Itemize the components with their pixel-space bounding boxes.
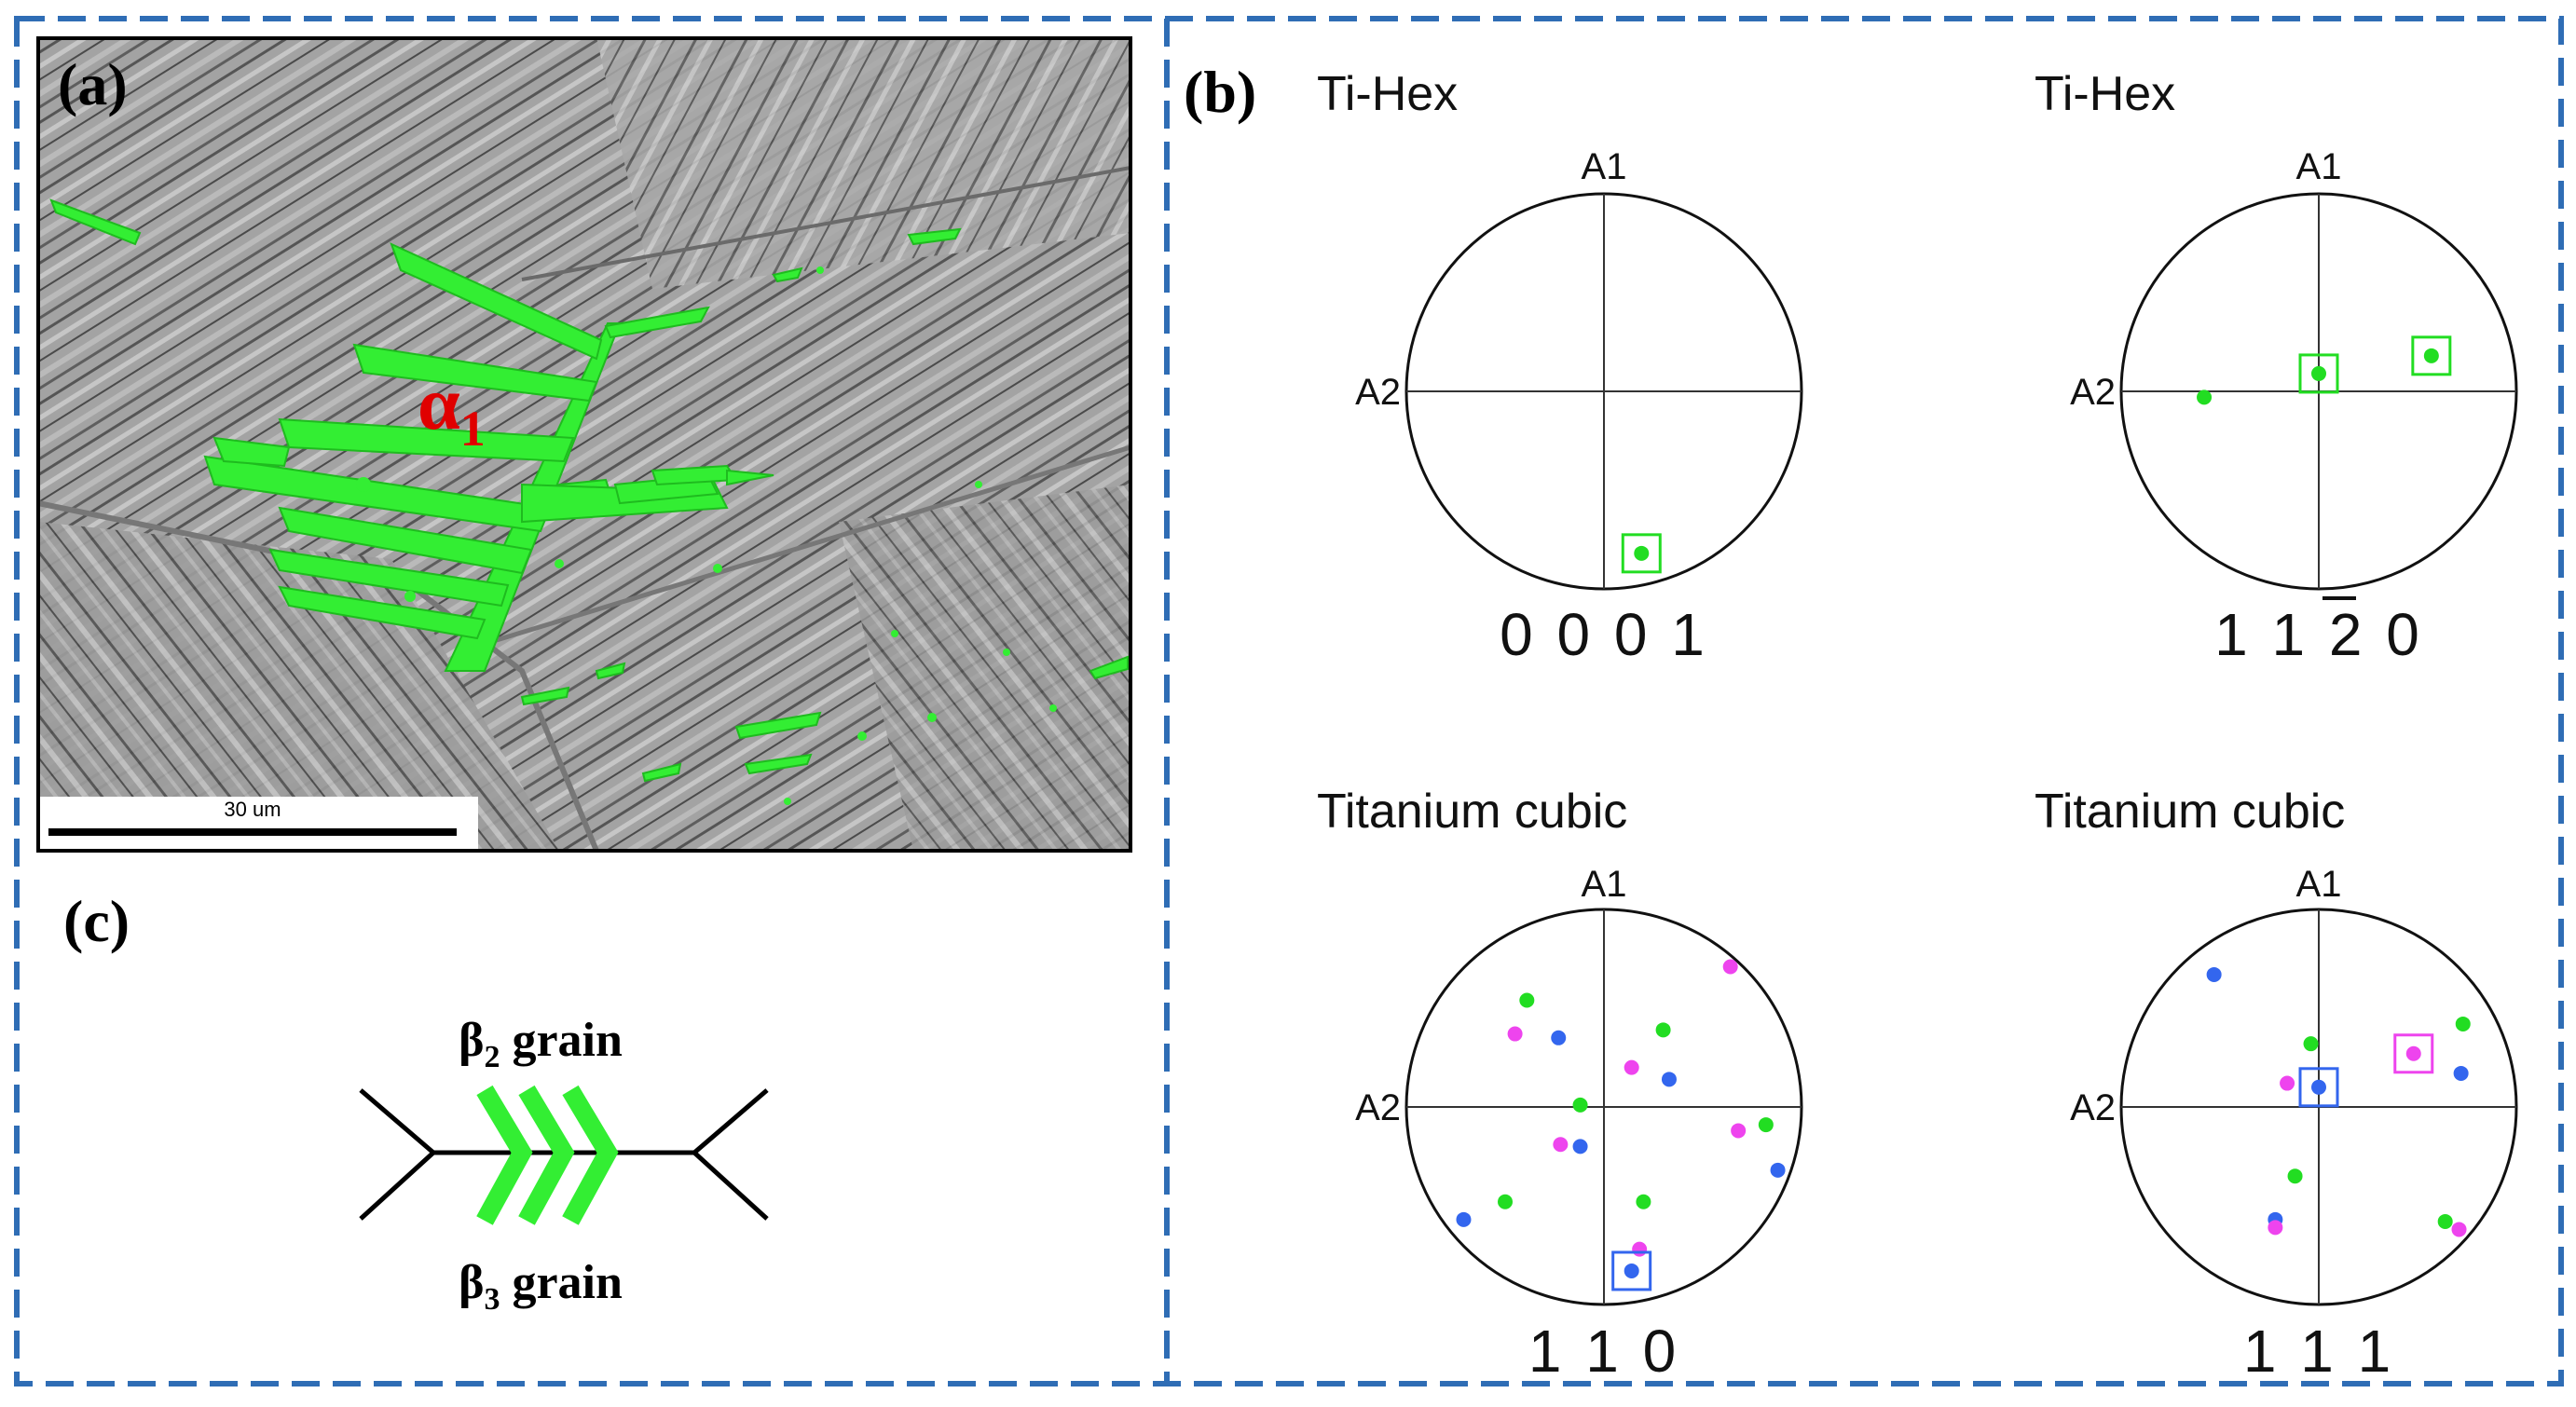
pole-point-blue	[1624, 1263, 1639, 1278]
axis-label-a2: A2	[2070, 1087, 2116, 1128]
pole-point-magenta	[2451, 1222, 2467, 1237]
grain-boundary-schematic	[359, 1085, 769, 1225]
pole-point-blue	[1770, 1162, 1786, 1178]
scale-bar-label: 30 um	[224, 798, 281, 821]
pole-point-green	[1634, 545, 1650, 561]
axis-label-a1: A1	[1582, 146, 1627, 187]
pole-figure-title: Titanium cubic	[1317, 785, 1627, 839]
axis-label-a1: A1	[1582, 864, 1627, 905]
pole-point-green	[1498, 1194, 1513, 1209]
pole-point-blue	[1572, 1139, 1588, 1154]
highlight-box	[2298, 353, 2339, 394]
panel-a-label: (a)	[58, 51, 128, 117]
micrograph-border	[36, 36, 1132, 853]
highlight-box	[2411, 335, 2452, 376]
alpha-chevrons	[476, 1085, 619, 1225]
micrograph-panel: 30 um α1	[36, 36, 1132, 853]
pole-point-green	[2437, 1213, 2453, 1229]
highlight-box	[2393, 1033, 2434, 1074]
pole-point-blue	[1661, 1072, 1677, 1087]
highlight-box	[1621, 533, 1662, 574]
axis-label-a1: A1	[2296, 146, 2342, 187]
pole-point-green	[2423, 348, 2439, 363]
alpha-colony	[49, 198, 1129, 783]
pole-point-magenta	[1624, 1059, 1639, 1075]
pole-figure-ti-hex-1120: Ti-Hex A1 A2 1 1 2 0	[2035, 67, 2518, 668]
pole-point-green	[2455, 1016, 2471, 1031]
pole-point-green	[2287, 1168, 2303, 1184]
pole-point-magenta	[1553, 1137, 1569, 1153]
panel-b-label: (b)	[1184, 59, 1256, 125]
beta2-grain-label: β2 grain	[459, 1014, 623, 1074]
highlight-box	[1611, 1250, 1652, 1291]
pole-figure-titanium-cubic-111: Titanium cubic A1 A2 1 1 1	[2035, 785, 2518, 1385]
beta3-grain-label: β3 grain	[459, 1256, 623, 1317]
pole-point-green	[1758, 1117, 1774, 1133]
miller-index-label: 1 1 1	[2243, 1318, 2394, 1385]
miller-index-label: 1 1 0	[1528, 1318, 1679, 1385]
panel-c-label: (c)	[63, 888, 130, 954]
pole-point-magenta	[2280, 1075, 2295, 1091]
alpha-annotation: α1	[418, 361, 486, 457]
miller-index-label: 1 1 2 0	[2214, 601, 2423, 668]
pole-point-blue	[1456, 1211, 1472, 1227]
pole-point-magenta	[2405, 1045, 2421, 1061]
pole-point-green	[2311, 365, 2326, 381]
miller-index-label: 0 0 0 1	[1500, 601, 1708, 668]
axis-label-a2: A2	[1355, 1087, 1401, 1128]
axis-label-a2: A2	[2070, 372, 2116, 413]
pole-point-green	[1636, 1194, 1651, 1209]
pole-point-magenta	[1731, 1123, 1747, 1139]
pole-point-blue	[2453, 1065, 2469, 1081]
pole-point-magenta	[1632, 1241, 1648, 1257]
pole-point-green	[1655, 1022, 1671, 1038]
pole-figure-title: Ti-Hex	[2035, 67, 2175, 121]
pole-figure-ti-hex-0001: Ti-Hex A1 A2 0 0 0 1	[1317, 67, 1803, 668]
outer-dashed-frame	[14, 16, 2564, 1387]
pole-figure-title: Ti-Hex	[1317, 67, 1458, 121]
scale-bar-box	[38, 797, 478, 851]
pole-point-magenta	[2268, 1220, 2283, 1236]
axis-label-a1: A1	[2296, 864, 2342, 905]
pole-point-magenta	[1722, 959, 1738, 975]
pole-point-green	[2303, 1036, 2319, 1052]
pole-point-green	[2197, 389, 2213, 405]
pole-point-green	[1519, 992, 1535, 1008]
pole-point-blue	[2206, 966, 2222, 982]
highlight-box	[2298, 1067, 2339, 1108]
pole-point-green	[1572, 1097, 1588, 1113]
pole-figure-title: Titanium cubic	[2035, 785, 2345, 839]
pole-point-blue	[2311, 1079, 2326, 1095]
pole-figure-titanium-cubic-110: Titanium cubic A1 A2 1 1 0	[1317, 785, 1803, 1385]
axis-label-a2: A2	[1355, 372, 1401, 413]
pole-point-blue	[1551, 1030, 1567, 1045]
pole-point-magenta	[1507, 1026, 1523, 1042]
